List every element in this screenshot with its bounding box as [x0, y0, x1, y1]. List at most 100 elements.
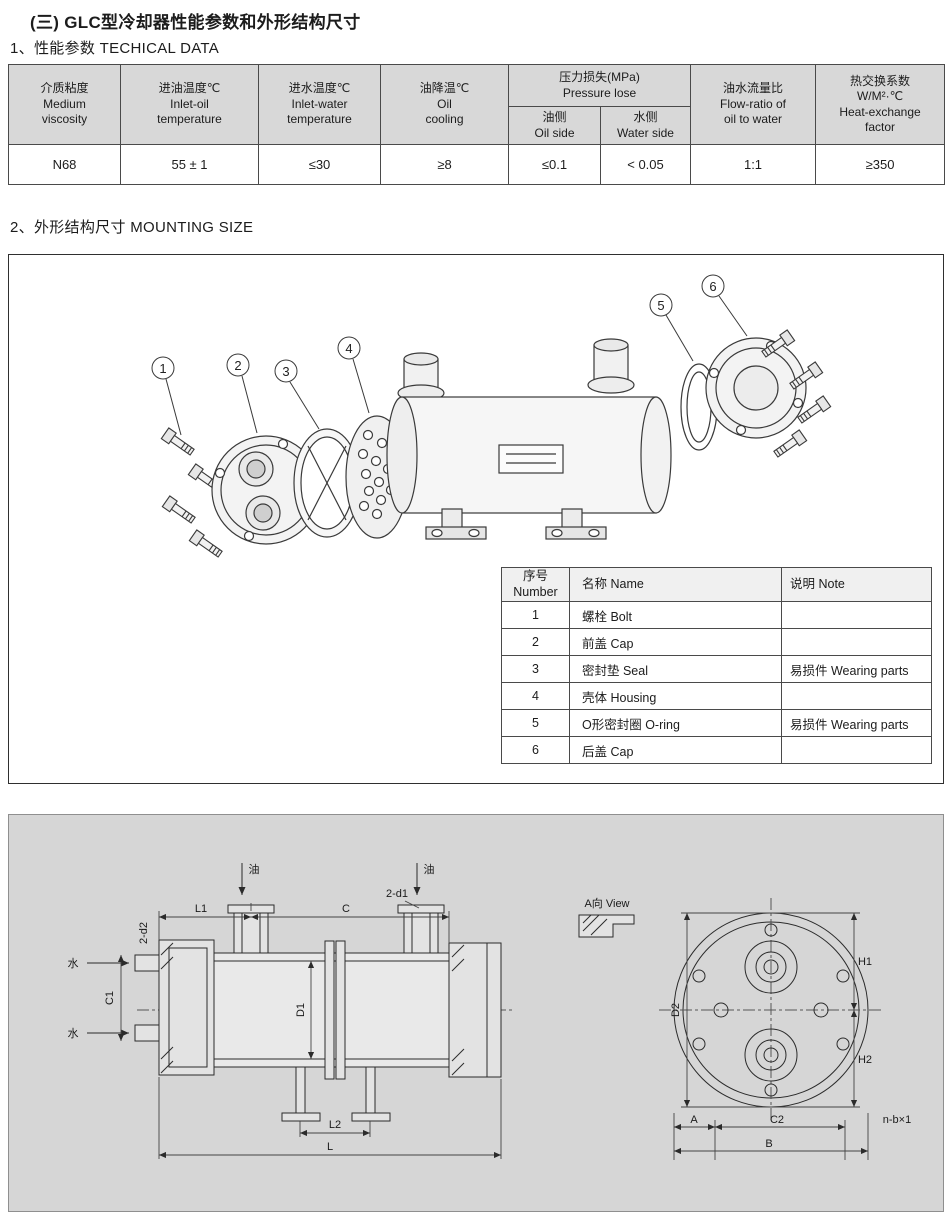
mounting-feet	[425, 508, 607, 540]
part-name: 前盖 Cap	[569, 628, 782, 656]
part-name: 壳体 Housing	[569, 682, 782, 710]
part-note	[781, 601, 932, 629]
housing-part	[386, 338, 672, 540]
side-view-dimensions	[117, 900, 502, 1159]
parts-header-number: 序号 Number	[501, 567, 570, 602]
dim-nb-label: n-b×1	[883, 1114, 911, 1126]
dim-d2-label: D2	[670, 1003, 682, 1017]
part-note	[781, 736, 932, 764]
parts-header-name: 名称 Name	[569, 567, 782, 602]
oil-label-1: 油	[249, 862, 260, 876]
value-inlet-oil-temperature: 55 ± 1	[120, 144, 259, 185]
value-flow-ratio: 1:1	[690, 144, 817, 185]
callout-o-ring-number: 5	[657, 298, 664, 313]
side-view-left-cap	[134, 939, 215, 1076]
dim-h2-label: H2	[858, 1054, 872, 1066]
parts-row-housing: 4 壳体 Housing	[501, 682, 932, 710]
dim-c-label: C	[342, 903, 350, 915]
header-inlet-oil-temperature: 进油温度℃ Inlet-oil temperature	[120, 64, 259, 145]
callouts: 1 2 3 4	[151, 274, 748, 436]
part-note: 易损件 Wearing parts	[781, 655, 932, 683]
value-oil-cooling: ≥8	[380, 144, 509, 185]
dim-2d1-label: 2-d1	[386, 888, 408, 900]
value-inlet-water-temperature: ≤30	[258, 144, 381, 185]
callout-housing-number: 4	[345, 341, 352, 356]
header-oil-side: 油侧 Oil side	[508, 106, 601, 145]
header-pressure-lose: 压力损失(MPa) Pressure lose	[507, 64, 692, 107]
part-number: 4	[501, 682, 570, 710]
header-medium-viscosity: 介质粘度 Medium viscosity	[8, 64, 121, 145]
value-pressure-oil-side: ≤0.1	[508, 144, 601, 185]
part-name: O形密封圈 O-ring	[569, 709, 782, 737]
value-medium-viscosity: N68	[8, 144, 121, 185]
dim-a-label: A	[690, 1114, 698, 1126]
technical-data-table: 介质粘度 Medium viscosity 进油温度℃ Inlet-oil te…	[8, 64, 946, 185]
part-number: 5	[501, 709, 570, 737]
callout-housing: 4	[337, 336, 370, 414]
dim-2d2-label: 2-d2	[138, 922, 150, 944]
rear-cap-part	[705, 337, 807, 439]
part-note: 易损件 Wearing parts	[781, 709, 932, 737]
side-view-feet	[281, 1066, 391, 1122]
part-number: 6	[501, 736, 570, 764]
oil-inlet-arrows	[238, 863, 421, 895]
oil-label-2: 油	[424, 862, 435, 876]
callout-rear-cap: 6	[701, 274, 748, 337]
a-view-detail	[578, 914, 635, 938]
part-name: 螺栓 Bolt	[569, 601, 782, 629]
side-view-right-cap	[448, 942, 502, 1078]
end-view	[659, 898, 883, 1122]
a-view-label: A向 View	[584, 896, 629, 910]
parts-row-front-cap: 2 前盖 Cap	[501, 628, 932, 656]
mounting-size-panel: 油 油 水 水 L1 C 2-d1 C1 2-d2 D1 L2 L A向 Vie…	[8, 814, 944, 1212]
header-water-side: 水侧 Water side	[599, 106, 692, 145]
exploded-view-panel: 1 2 3 4	[8, 254, 944, 784]
end-view-dimensions	[673, 912, 869, 1160]
callout-rear-cap-number: 6	[709, 279, 716, 294]
value-pressure-water-side: < 0.05	[599, 144, 692, 185]
callout-front-cap: 2	[226, 353, 258, 434]
dim-l2-label: L2	[329, 1119, 341, 1131]
front-cap-part	[211, 435, 321, 545]
parts-row-bolt: 1 螺栓 Bolt	[501, 601, 932, 629]
callout-front-cap-number: 2	[234, 358, 241, 373]
dim-l-label: L	[327, 1141, 333, 1153]
parts-row-o-ring: 5 O形密封圈 O-ring 易损件 Wearing parts	[501, 709, 932, 737]
part-note	[781, 682, 932, 710]
callout-seal: 3	[274, 359, 320, 430]
mounting-size-drawing: 油 油 水 水 L1 C 2-d1 C1 2-d2 D1 L2 L A向 Vie…	[68, 862, 912, 1160]
side-view-shell	[213, 940, 450, 1080]
page-title: (三) GLC型冷却器性能参数和外形结构尺寸	[30, 13, 361, 32]
callout-o-ring: 5	[649, 293, 694, 362]
part-number: 3	[501, 655, 570, 683]
section-mounting-size-heading: 2、外形结构尺寸 MOUNTING SIZE	[10, 219, 254, 236]
value-heat-exchange-factor: ≥350	[815, 144, 946, 185]
header-flow-ratio: 油水流量比 Flow-ratio of oil to water	[690, 64, 817, 145]
dim-l1-label: L1	[195, 903, 207, 915]
header-inlet-water-temperature: 进水温度℃ Inlet-water temperature	[258, 64, 381, 145]
parts-list-table: 序号 Number 名称 Name 说明 Note 1 螺栓 Bolt 2 前盖…	[501, 567, 932, 764]
seal-part	[293, 428, 361, 538]
callout-bolt-number: 1	[159, 361, 166, 376]
parts-row-rear-cap: 6 后盖 Cap	[501, 736, 932, 764]
part-name: 密封垫 Seal	[569, 655, 782, 683]
drawing-labels: 油 油 水 水 L1 C 2-d1 C1 2-d2 D1 L2 L A向 Vie…	[68, 862, 912, 1153]
dim-c1-label: C1	[104, 991, 116, 1005]
dim-d1-label: D1	[295, 1003, 307, 1017]
part-number: 1	[501, 601, 570, 629]
part-name: 后盖 Cap	[569, 736, 782, 764]
callout-bolt: 1	[151, 356, 182, 436]
water-label-1: 水	[68, 957, 79, 970]
water-label-2: 水	[68, 1027, 79, 1040]
dim-h1-label: H1	[858, 956, 872, 968]
header-oil-cooling: 油降温℃ Oil cooling	[380, 64, 509, 145]
header-heat-exchange-factor: 热交换系数 W/M²·℃ Heat-exchange factor	[815, 64, 946, 145]
exploded-view-diagram: 1 2 3 4	[151, 274, 832, 561]
dim-c2-label: C2	[770, 1114, 784, 1126]
section-technical-data-heading: 1、性能参数 TECHICAL DATA	[10, 40, 220, 57]
part-note	[781, 628, 932, 656]
parts-header-note: 说明 Note	[781, 567, 932, 602]
dim-b-label: B	[765, 1138, 772, 1150]
part-number: 2	[501, 628, 570, 656]
